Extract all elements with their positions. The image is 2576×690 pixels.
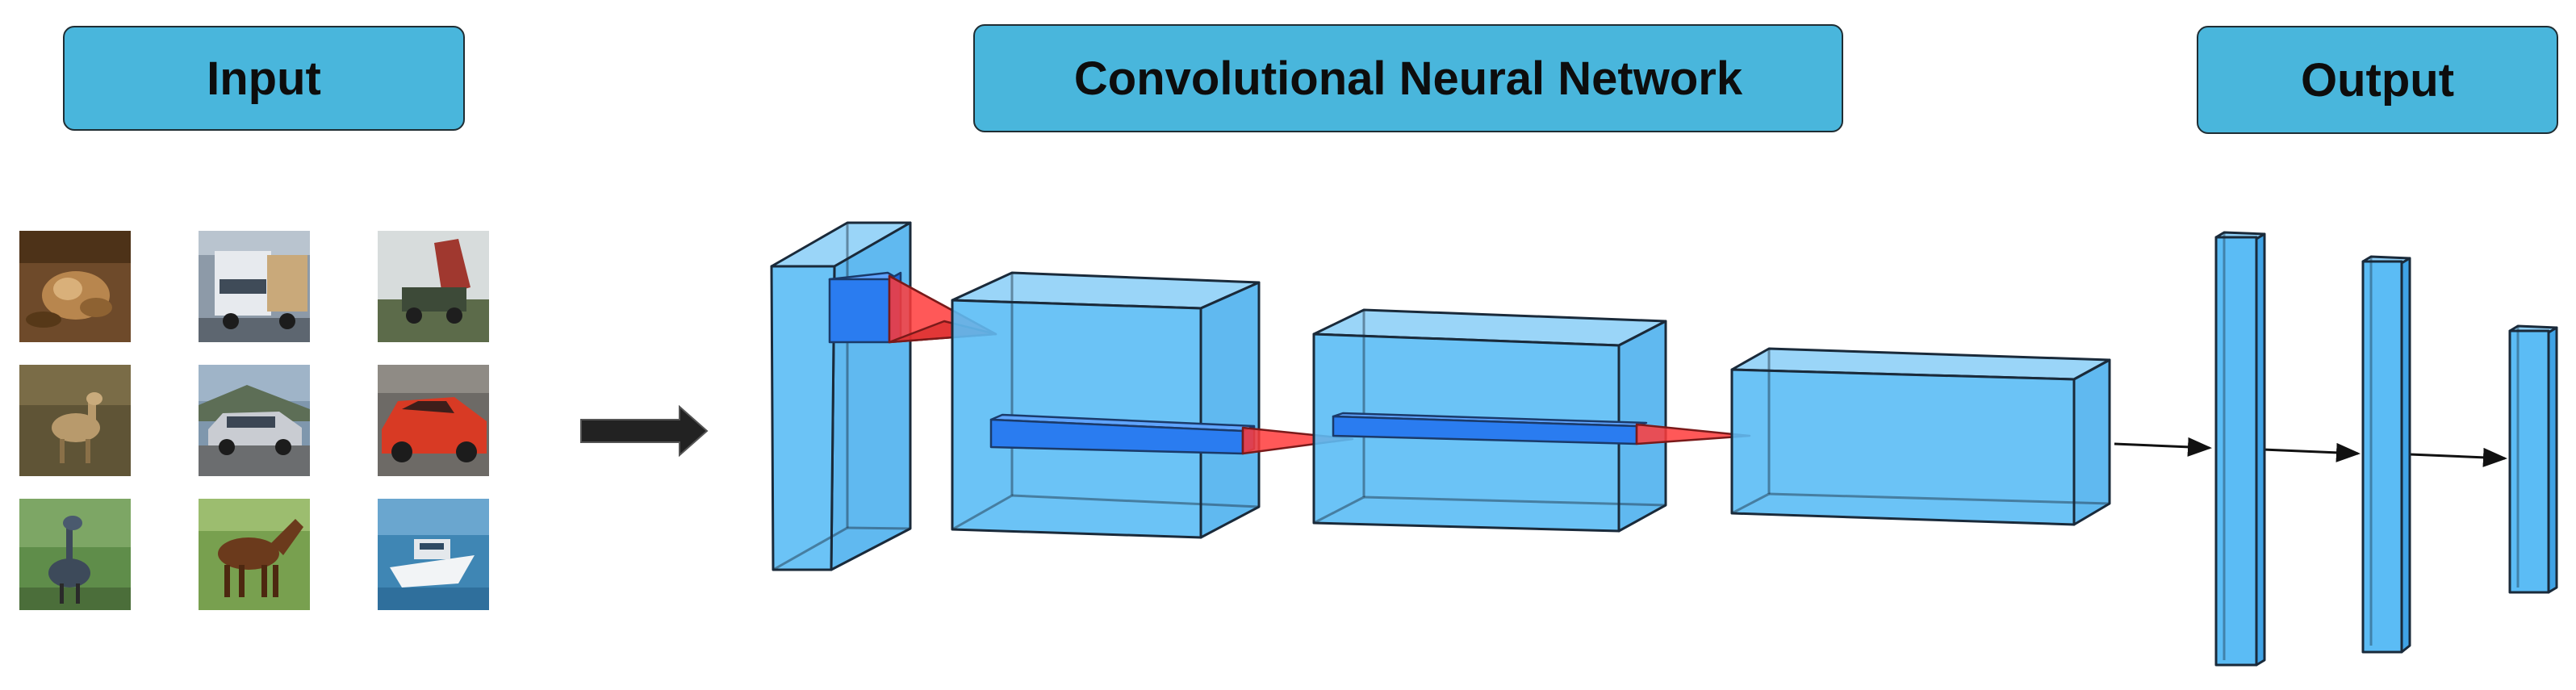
input-image-truck-1 <box>199 231 310 342</box>
conv-layer-4 <box>1730 347 2111 526</box>
input-image-ship <box>378 499 489 610</box>
dense-layer-1 <box>2214 231 2266 667</box>
input-to-network-arrow <box>580 404 709 458</box>
input-header: Input <box>63 26 465 131</box>
output-header-label: Output <box>2300 53 2455 107</box>
input-header-label: Input <box>207 52 321 105</box>
output-layer <box>2508 324 2558 594</box>
input-image-truck-2 <box>378 231 489 342</box>
input-image-frog <box>19 231 131 342</box>
cnn-header: Convolutional Neural Network <box>973 24 1843 132</box>
conv-layer-2 <box>951 271 1261 539</box>
projection-2 <box>1241 426 1354 455</box>
output-header: Output <box>2197 26 2558 134</box>
dense-layer-2 <box>2361 255 2411 654</box>
input-image-horse <box>199 499 310 610</box>
projection-3 <box>1635 423 1751 445</box>
input-image-car-2 <box>378 365 489 476</box>
input-image-bird <box>19 499 131 610</box>
cnn-header-label: Convolutional Neural Network <box>1073 52 1743 105</box>
input-image-car-1 <box>199 365 310 476</box>
input-image-deer <box>19 365 131 476</box>
dense-arrows <box>2114 437 2507 467</box>
